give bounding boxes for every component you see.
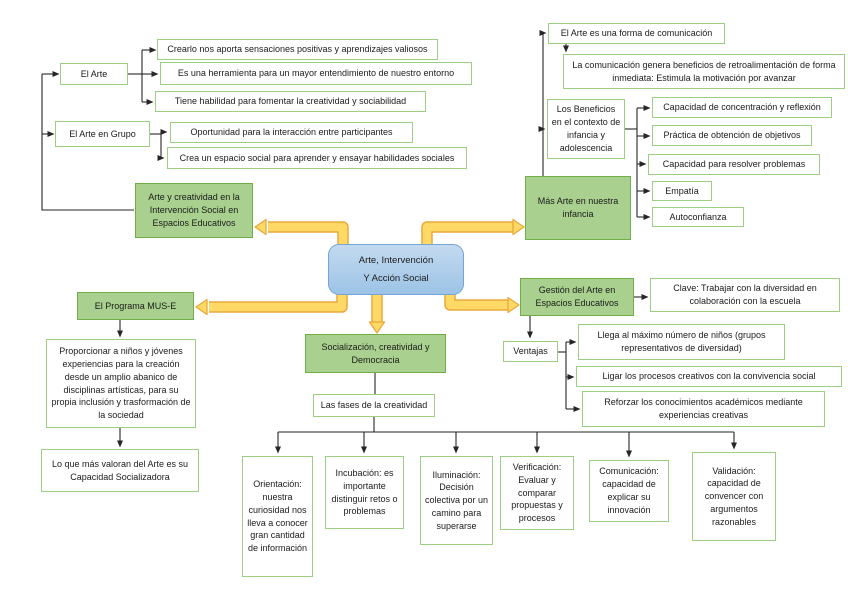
black-connectors <box>41 30 737 458</box>
node-socializacion: Socialización, creatividad y Democracia <box>305 334 446 373</box>
node-el-arte-child-1: Crearlo nos aporta sensaciones positivas… <box>157 39 438 60</box>
node-ventaja-3: Reforzar los conocimientos académicos me… <box>582 391 825 427</box>
node-ventajas: Ventajas <box>503 341 558 362</box>
node-beneficio-1: Capacidad de concentración y reflexión <box>652 97 832 118</box>
node-grupo-child-1: Oportunidad para la interacción entre pa… <box>170 122 413 143</box>
arrow-center-to-socializacion <box>368 290 386 334</box>
node-fases-creatividad: Las fases de la creatividad <box>313 394 435 417</box>
center-title-line2: Y Acción Social <box>363 273 429 284</box>
arrow-center-to-mas-arte <box>421 218 525 252</box>
node-fase-orientacion: Orientación: nuestra curiosidad nos llev… <box>242 456 313 577</box>
node-ventaja-1: Llega al máximo número de niños (grupos … <box>578 324 785 360</box>
arrow-center-to-programa <box>195 290 348 316</box>
node-fase-incubacion: Incubación: es importante distinguir ret… <box>325 456 404 529</box>
node-el-arte-child-2: Es una herramienta para un mayor entendi… <box>160 62 472 85</box>
node-grupo-child-2: Crea un espacio social para aprender y e… <box>167 147 467 169</box>
node-fase-comunicacion: Comunicación: capacidad de explicar su i… <box>589 460 669 522</box>
arrow-center-to-arte-creatividad <box>254 218 349 252</box>
node-programa-descripcion: Proporcionar a niños y jóvenes experienc… <box>46 339 196 428</box>
node-arte-intervencion-center: Arte, Intervención Y Acción Social <box>328 244 464 295</box>
center-title-line1: Arte, Intervención <box>358 255 434 266</box>
arrow-center-to-gestion <box>444 290 520 314</box>
node-el-arte-en-grupo: El Arte en Grupo <box>55 121 150 147</box>
node-comunicacion-genera: La comunicación genera beneficios de ret… <box>563 54 845 89</box>
node-beneficio-4: Empatía <box>652 181 712 201</box>
node-mas-arte: Más Arte en nuestra infancia <box>525 176 631 240</box>
node-beneficio-5: Autoconfianza <box>652 207 744 227</box>
node-fase-iluminacion: Iluminación: Decisión colectiva por un c… <box>420 456 493 545</box>
node-beneficio-3: Capacidad para resolver problemas <box>648 154 820 175</box>
node-beneficios: Los Beneficios en el contexto de infanci… <box>547 99 625 159</box>
node-forma-comunicacion: El Arte es una forma de comunicación <box>548 23 725 44</box>
node-arte-creatividad: Arte y creatividad en la Intervención So… <box>135 183 253 238</box>
node-fase-verificacion: Verificación: Evaluar y comparar propues… <box>500 456 574 530</box>
node-ventaja-2: Ligar los procesos creativos con la conv… <box>576 366 842 387</box>
node-fase-validacion: Validación: capacidad de convencer con a… <box>692 452 776 541</box>
node-programa-mus-e: El Programa MUS-E <box>77 292 194 320</box>
node-beneficio-2: Práctica de obtención de objetivos <box>652 125 812 146</box>
node-el-arte-child-3: Tiene habilidad para fomentar la creativ… <box>155 91 426 112</box>
node-programa-valor: Lo que más valoran del Arte es su Capaci… <box>41 449 199 492</box>
node-gestion: Gestión del Arte en Espacios Educativos <box>520 278 634 316</box>
node-clave: Clave: Trabajar con la diversidad en col… <box>650 278 840 312</box>
node-el-arte: El Arte <box>60 63 128 85</box>
